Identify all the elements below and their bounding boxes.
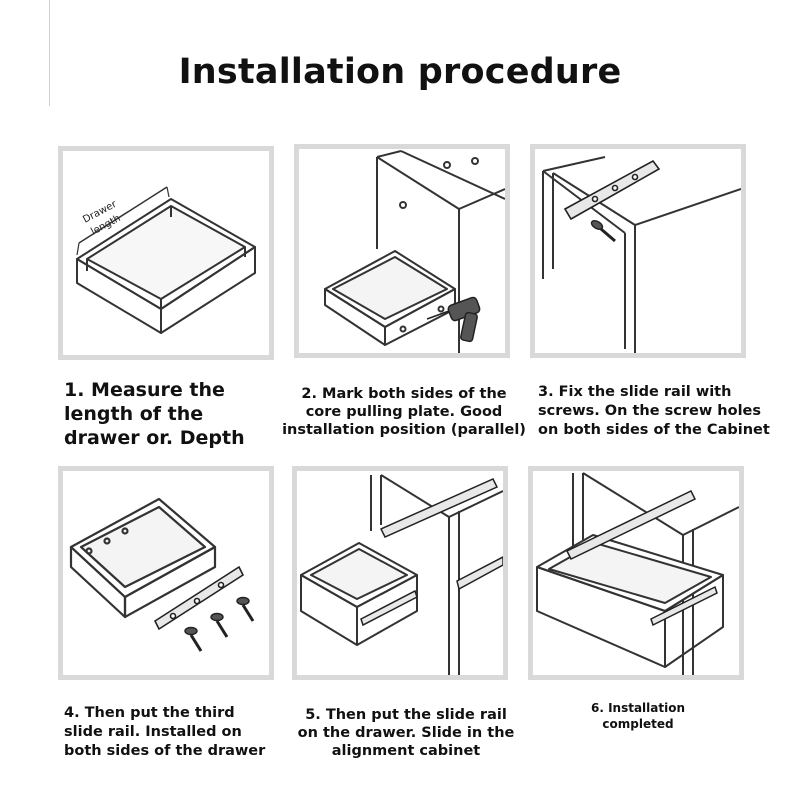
drawer-rail-drawing [69,497,255,652]
step-4-line-2: slide rail. Installed on [64,724,242,740]
drawer-measure-drawing: Drawer length [76,186,256,334]
step-5-line-2: on the drawer. Slide in the [297,725,515,741]
rails-shape [360,478,503,627]
step-4-illustration [58,466,274,680]
step-4-line-3: both sides of the drawer [64,743,266,759]
cabinet-drill-drawing [324,150,505,353]
step-5-illustration [292,466,508,680]
step-5-line-3: alignment cabinet [331,743,481,759]
drawer-rail-shape [153,565,245,631]
step-1-line-2: length of the [64,403,204,425]
step-1-line-3: drawer or. Depth [64,427,245,449]
step-3-illustration [530,144,746,358]
cabinet-rail-drawing [542,156,741,353]
step-1-caption: 1. Measure the length of the drawer or. … [64,378,245,450]
drill-icon [426,296,481,343]
page-edge-rule [49,0,50,106]
step-3-line-1: 3. Fix the slide rail with [538,384,732,400]
step-6-illustration [528,466,744,680]
step-6-line-1: 6. Installation [590,701,686,715]
step-3-line-3: on both sides of the Cabinet [538,422,770,438]
step-2-caption: 2. Mark both sides of the core pulling p… [280,385,528,439]
slide-rail-shape [563,159,661,221]
step-4-caption: 4. Then put the third slide rail. Instal… [64,704,265,761]
step-2-line-2: core pulling plate. Good [305,404,503,420]
step-6-caption: 6. Installation completed [568,700,708,732]
rail-shape [565,490,718,627]
step-3-line-2: screws. On the screw holes [538,403,762,419]
page-title: Installation procedure [178,52,622,92]
screw-icon [590,220,616,243]
completed-drawer-drawing [536,472,739,675]
step-5-caption: 5. Then put the slide rail on the drawer… [282,706,530,760]
step-2-line-3: installation position (parallel) [282,422,526,438]
step-1-illustration: Drawer length [58,146,274,360]
screws-icon [184,596,255,652]
step-4-line-1: 4. Then put the third [64,705,235,721]
step-1-line-1: 1. Measure the [64,379,225,401]
step-2-line-1: 2. Mark both sides of the [301,386,507,402]
step-2-illustration [294,144,510,358]
drawer-insert-drawing [300,474,503,675]
step-5-line-1: 5. Then put the slide rail [305,707,507,723]
step-6-line-2: completed [602,717,674,731]
step-3-caption: 3. Fix the slide rail with screws. On th… [538,383,770,440]
